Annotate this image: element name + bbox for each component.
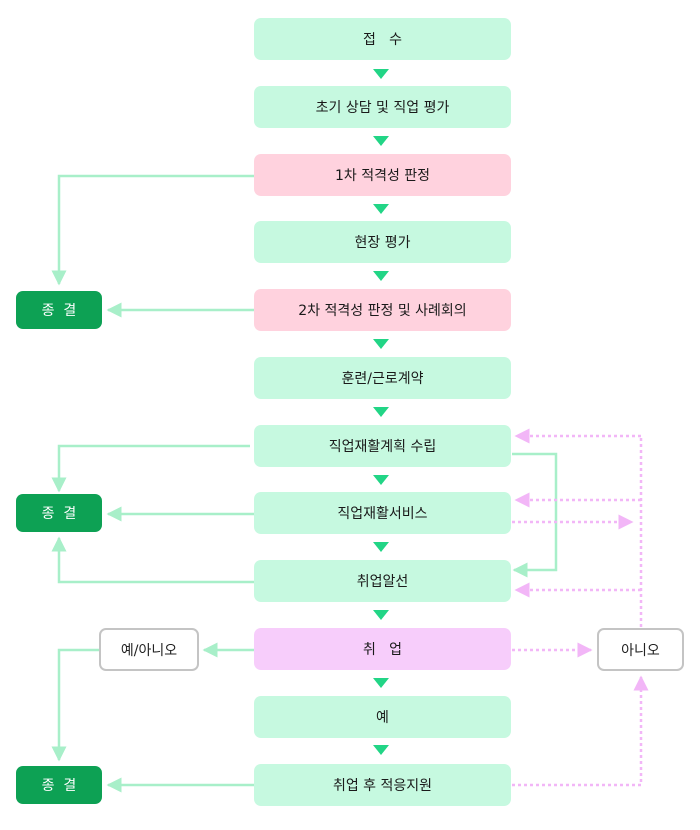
down-arrow <box>373 678 389 688</box>
down-arrow <box>373 542 389 552</box>
down-arrow <box>373 204 389 214</box>
followup-to-no-line <box>512 675 649 787</box>
placement-to-end-line <box>51 536 254 584</box>
step-follow-up-support: 취업 후 적응지원 <box>254 764 511 806</box>
down-arrow <box>373 339 389 349</box>
step-training-contract: 훈련/근로계약 <box>254 357 511 399</box>
step-field-evaluation: 현장 평가 <box>254 221 511 263</box>
screen1-to-end-line <box>51 174 254 286</box>
terminal-end: 종 결 <box>16 494 102 532</box>
decision-no: 아니오 <box>597 628 684 671</box>
down-arrow <box>373 136 389 146</box>
decision-yes-no: 예/아니오 <box>99 628 199 671</box>
down-arrow <box>373 475 389 485</box>
down-arrow <box>373 610 389 620</box>
step-first-screening: 1차 적격성 판정 <box>254 154 511 196</box>
down-arrows <box>373 69 389 755</box>
plan-to-end-line <box>51 444 250 493</box>
terminal-end: 종 결 <box>16 766 102 804</box>
step-rehab-service: 직업재활서비스 <box>254 492 511 534</box>
down-arrow <box>373 69 389 79</box>
decision-to-end-line <box>51 648 99 762</box>
step-second-screening: 2차 적격성 판정 및 사례회의 <box>254 289 511 331</box>
down-arrow <box>373 271 389 281</box>
down-arrow <box>373 745 389 755</box>
plan-to-placement-line <box>512 452 558 578</box>
down-arrow <box>373 407 389 417</box>
terminal-end: 종 결 <box>16 291 102 329</box>
step-reception: 접 수 <box>254 18 511 60</box>
step-initial-assessment: 초기 상담 및 직업 평가 <box>254 86 511 128</box>
step-yes: 예 <box>254 696 511 738</box>
step-job-placement: 취업알선 <box>254 560 511 602</box>
step-employment: 취 업 <box>254 628 511 670</box>
step-rehab-plan: 직업재활계획 수립 <box>254 425 511 467</box>
